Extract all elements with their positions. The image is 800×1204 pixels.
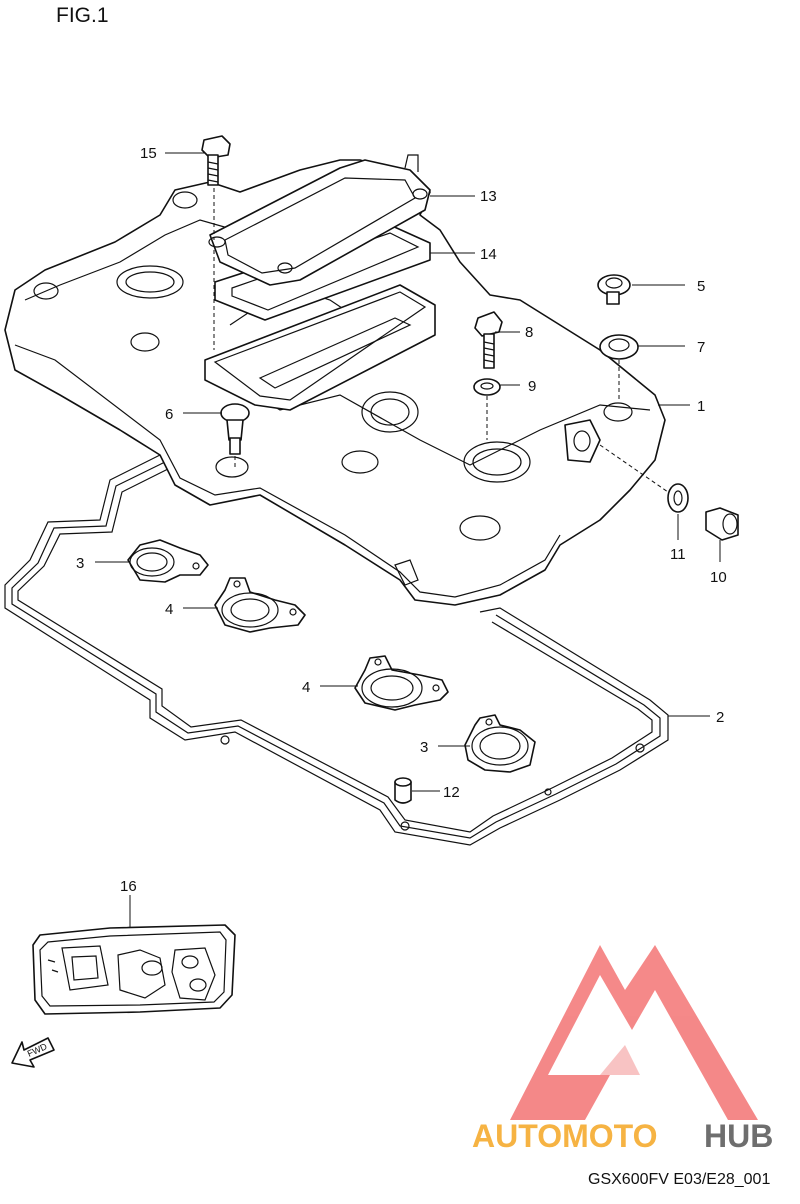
figure-title: FIG.1 [56,4,109,27]
grommet-part-7 [599,334,639,402]
watermark-wordmark: AUTOMOTO HUB [472,1118,773,1154]
gasket-set-part-16 [32,924,236,1015]
gasket-part-4-upper [214,577,306,633]
callout-11: 11 [670,546,686,563]
bolt-part-15 [201,135,231,350]
callout-4-upper: 4 [165,601,173,618]
callout-5: 5 [697,278,705,295]
dowel-pin-part-12 [394,777,412,804]
washer-part-9 [473,378,501,440]
head-cover-part-1 [4,159,666,606]
callout-4-lower: 4 [302,679,310,696]
leader-lines [95,152,721,928]
forward-arrow-icon: FWD [11,1037,55,1068]
watermark-triangle-icon [510,945,758,1120]
gasket-part-4-lower [354,655,449,711]
callout-6: 6 [165,406,173,423]
callout-3-upper: 3 [76,555,84,572]
gasket-part-2 [4,454,669,846]
callout-14: 14 [480,246,497,263]
bolt-part-5 [597,274,631,305]
gasket-part-3-upper [127,539,209,583]
callout-1: 1 [697,398,705,415]
callout-9: 9 [528,378,536,395]
bolt-part-8 [474,311,503,369]
callout-labels: 15 13 14 5 7 8 9 1 6 11 10 3 4 4 3 12 2 … [76,145,727,895]
bolt-part-6 [220,403,250,470]
callout-16: 16 [120,878,137,895]
callout-2: 2 [716,709,724,726]
washer-part-11 [599,444,689,513]
callout-10: 10 [710,569,727,586]
callout-7: 7 [697,339,705,356]
callout-3-lower: 3 [420,739,428,756]
watermark-text-primary: AUTOMOTO [472,1118,657,1154]
callout-15: 15 [140,145,157,162]
watermark-text-secondary: HUB [704,1118,773,1154]
breather-cover-part-13 [208,154,431,286]
callout-8: 8 [525,324,533,341]
callout-13: 13 [480,188,497,205]
gasket-part-3-lower [464,714,536,773]
callout-12: 12 [443,784,460,801]
plug-part-10 [705,507,739,541]
watermark-logo [510,945,758,1120]
diagram-code: GSX600FV E03/E28_001 [588,1171,771,1188]
